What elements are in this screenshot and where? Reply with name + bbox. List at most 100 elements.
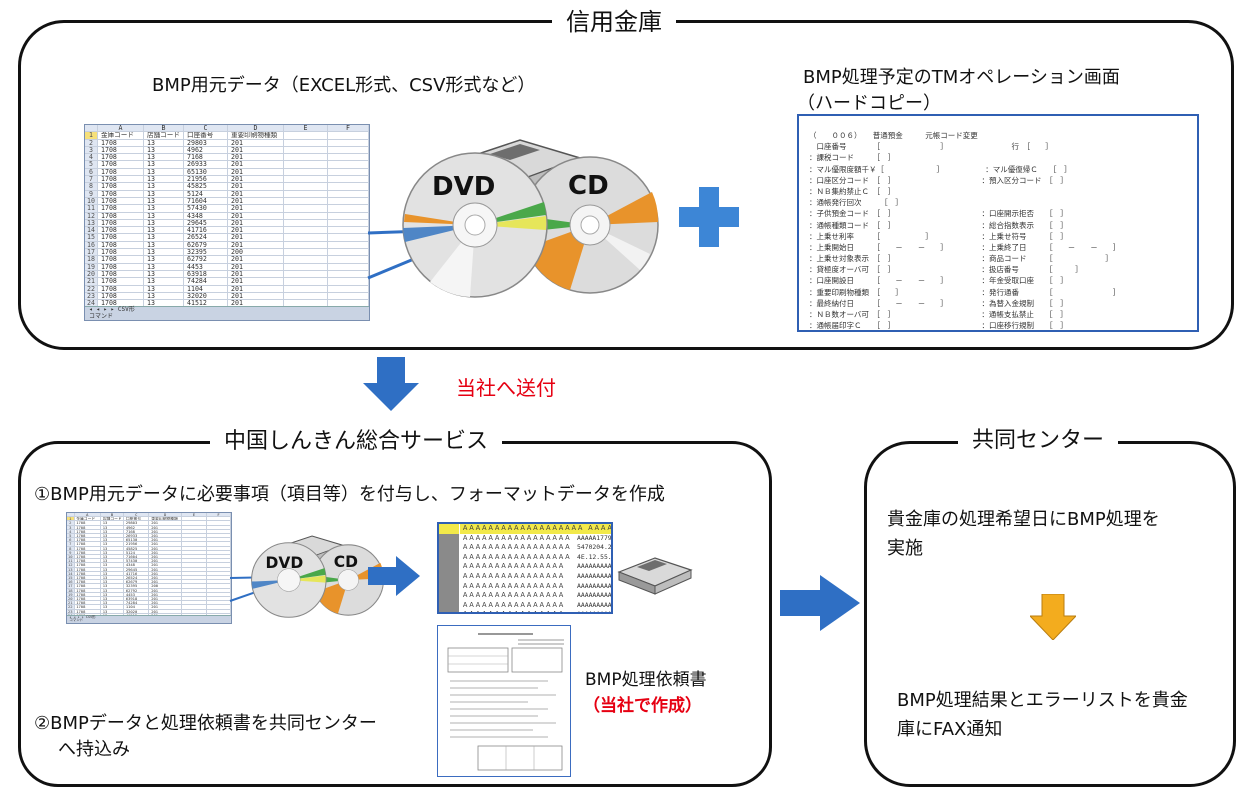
screen-line: ：口座開設日 ［ － － ］ ：年金受取口座 ［ ］ (809, 276, 1068, 286)
media-discs-small: DVD CD (251, 535, 384, 618)
request-form-thumbnail (437, 625, 571, 777)
screen-line: ：ＮＢ数オーバ可 ［ ］ ：通帳支払禁止 ［ ］ (809, 310, 1068, 319)
down-arrow-icon (363, 357, 419, 411)
cd-disc-icon (521, 156, 659, 294)
sheet-tab-bar[interactable]: ◂ ◂ ▸ ▸ CSV形コマンド (85, 306, 369, 320)
center-title: 共同センター (958, 426, 1119, 456)
form-lines (447, 633, 564, 771)
center-result-text-cont: 庫にFAX通知 (897, 719, 1003, 740)
screen-line: ：ＮＢ集約禁止Ｃ ［ ］ (809, 186, 896, 196)
center-process-text: 貴金庫の処理希望日にBMP処理を (887, 509, 1160, 530)
step1-text: ①BMP用元データに必要事項（項目等）を付与し、フォーマットデータを作成 (34, 484, 665, 505)
request-form-label: BMP処理依頼書 (585, 670, 707, 690)
screen-line: ：上乗開始日 ［ － － ］ ：上乗終了日 ［ － － ］ (809, 242, 1121, 252)
screen-line: ：マル優限度額千￥［ ］ ：マル優復帰Ｃ ［ ］ (809, 164, 1072, 174)
screen-line: ：上乗せ対象表示 ［ ］ ：商品コード ［ ］ (809, 254, 1113, 264)
step2-text-cont: へ持込み (58, 739, 130, 760)
center-process-text-cont: 実施 (887, 538, 923, 559)
format-row: ＡＡＡＡＡＡＡＡＡＡＡＡＡＡＡＡ AAAAAAAAAA (439, 571, 611, 582)
screen-line: ：子供預金コード ［ ］ ：口座開示拒否 ［ ］ (809, 209, 1068, 219)
format-row: ＡＡＡＡＡＡＡＡＡＡＡＡＡＡＡＡ AAAAAAAAAA (439, 610, 611, 612)
screen-line: ：通帳種類コード ［ ］ ：総合指数表示 ［ ］ (809, 220, 1068, 230)
screen-line: 口座番号 ［ ］ 行 ［ ］ (809, 142, 1053, 152)
screen-line: ：上乗せ利率 ［ ］ ：上乗せ符号 ［ ］ (809, 231, 1068, 241)
screen-line: ：通帳発行回次 ［ ］ (809, 198, 903, 208)
media-discs: DVD CD (402, 139, 659, 298)
sheet-status: コマンド (69, 618, 84, 623)
tm-operation-screen: （ ００６） 普通預金 元帳コード変更 口座番号 ［ ］ 行 ［ ］：課税コード… (797, 114, 1199, 332)
step2-text: ②BMPデータと処理依頼書を共同センター (34, 713, 377, 734)
dvd-disc-icon (402, 152, 548, 298)
format-row: ＡＡＡＡＡＡＡＡＡＡＡＡＡＡＡＡ AAAAAAAAAA (439, 591, 611, 601)
format-header-row: ＡＡＡＡＡＡＡＡＡＡＡＡＡＡＡＡＡＡＡ ＡＡＡＡＡＡＡＡ (439, 524, 611, 534)
down-arrow-icon-orange (1030, 594, 1076, 640)
request-form-note: （当社で作成） (583, 696, 702, 716)
screen-line: ：貸極度オーバ可 ［ ］ ：扱店番号 ［ ］ (809, 265, 1083, 275)
cd-label: CD (568, 171, 609, 201)
screen-line: ：重要印刷物種類 ［ ］ ：発行通番 ［ ］ (809, 287, 1121, 297)
format-row: ＡＡＡＡＡＡＡＡＡＡＡＡＡＡＡＡ AAAAAAAAAA (439, 581, 611, 592)
screen-line: ：口座区分コード ［ ］ ：預入区分コード ［ ］ (809, 175, 1068, 185)
tm-screen-label-sub: （ハードコピー） (797, 93, 941, 114)
shinkin-title: 信用金庫 (552, 7, 676, 37)
chugoku-title: 中国しんきん総合サービス (210, 427, 503, 457)
screen-line: ：通帳届印字Ｃ ［ ］ ：口座移行規制 ［ ］ (809, 321, 1068, 331)
right-arrow-icon-large (780, 575, 860, 631)
screen-line: ：最終納付日 ［ － － ］ ：為替入金規制 ［ ］ (809, 298, 1068, 308)
sheet-tab-bar[interactable]: ◂ ◂ ▸ ▸ CSV形コマンド (67, 614, 231, 623)
sheet-tab[interactable]: ◂ ◂ ▸ ▸ CSV形 (69, 614, 96, 619)
transfer-label: 当社へ送付 (456, 376, 556, 400)
tm-screen-label: BMP処理予定のTMオペレーション画面 (803, 67, 1120, 88)
format-row: ＡＡＡＡＡＡＡＡＡＡＡＡＡＡＡＡＡ 5470204.2236473 (439, 543, 611, 553)
right-arrow-icon (368, 556, 420, 596)
source-data-label: BMP用元データ（EXCEL形式、CSV形式など） (152, 75, 536, 96)
format-row: ＡＡＡＡＡＡＡＡＡＡＡＡＡＡＡＡＡ 4E.12.55.6880 (439, 552, 611, 563)
screen-line: （ ００６） 普通預金 元帳コード変更 (809, 131, 978, 140)
plus-icon (679, 187, 739, 247)
sheet-tab[interactable]: ◂ ◂ ▸ ▸ CSV形 (89, 306, 135, 313)
dvd-label: DVD (432, 172, 495, 202)
format-row: ＡＡＡＡＡＡＡＡＡＡＡＡＡＡＡＡＡ AAAAA1779871 (439, 533, 611, 544)
